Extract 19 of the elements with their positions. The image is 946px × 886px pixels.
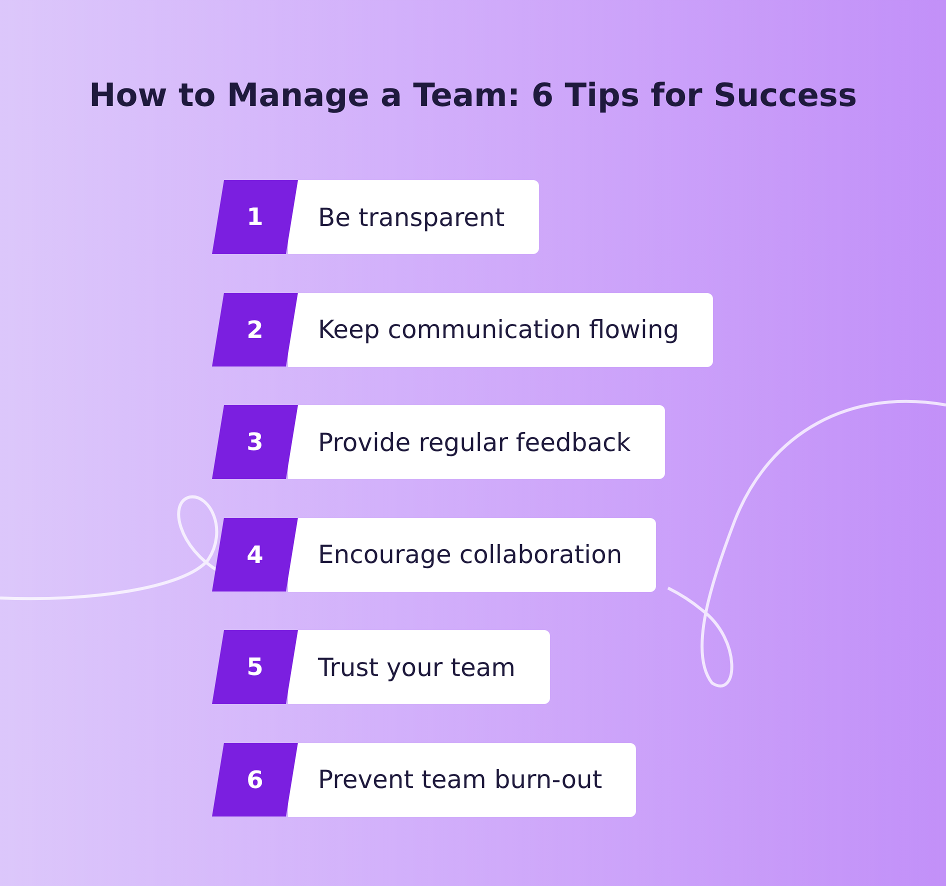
tip-card: [212, 180, 539, 254]
number-badge: 5: [212, 630, 298, 704]
tip-text: Provide regular feedback: [318, 428, 631, 456]
number-badge: 4: [212, 518, 298, 592]
tip-text: Encourage collaboration: [318, 540, 622, 569]
number-badge: 1: [212, 180, 298, 254]
tip-card: [212, 742, 636, 816]
number-badge: 2: [212, 292, 298, 366]
number-badge: 3: [212, 405, 298, 479]
tip-card: [212, 405, 665, 479]
tip-text: Keep communication flowing: [318, 315, 680, 344]
tip-text: Prevent team burn-out: [318, 765, 602, 794]
title: How to Manage a Team: 6 Tips for Success: [88, 76, 858, 114]
tip-card: [212, 518, 656, 592]
tip-card: [212, 630, 550, 704]
tip-text: Be transparent: [318, 202, 505, 232]
tip-text: Trust your team: [318, 652, 516, 682]
tip-card: [212, 292, 714, 366]
number-badge: 6: [212, 742, 298, 816]
